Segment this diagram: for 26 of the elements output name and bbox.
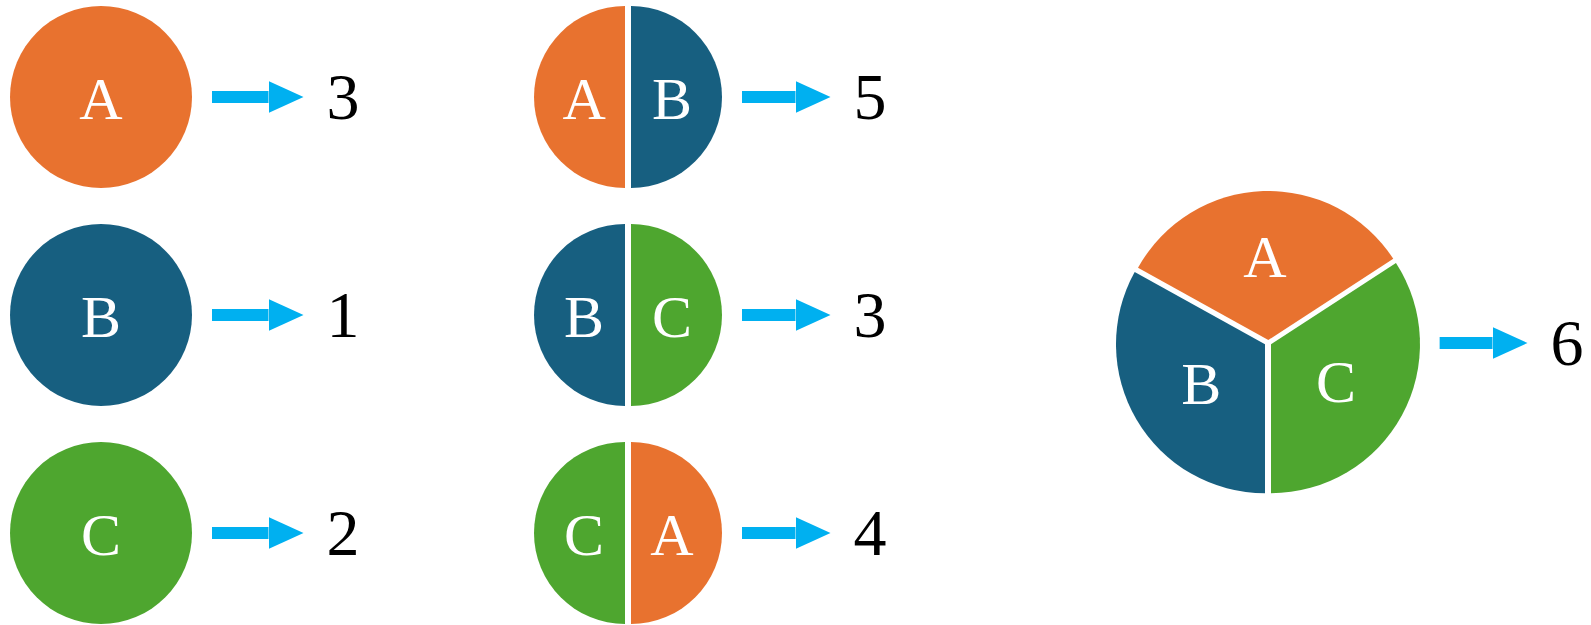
segment-letter: B [1181, 354, 1222, 415]
segment-letter: C [564, 505, 605, 565]
segment-letter: B [564, 287, 605, 347]
count-number: 3 [326, 64, 360, 130]
count-number: 2 [326, 500, 360, 566]
arrow [1439, 327, 1528, 359]
segment-letter: C [651, 287, 692, 347]
count-number: 4 [853, 500, 887, 566]
segment-letter: B [651, 69, 692, 129]
segment-letter: A [79, 69, 123, 129]
arrow [212, 299, 304, 331]
segment-letter: A [562, 69, 606, 129]
segment-letter: A [1243, 227, 1287, 288]
count-number: 1 [326, 282, 360, 348]
arrow [742, 517, 831, 549]
count-number: 6 [1550, 310, 1584, 376]
count-number: 3 [853, 282, 887, 348]
arrow [742, 299, 831, 331]
segment-letter: B [81, 287, 121, 347]
segment-letter: C [81, 505, 121, 565]
segment-letter: C [1316, 351, 1357, 412]
segment-letter: A [650, 505, 694, 565]
arrow [742, 81, 831, 113]
arrow [212, 81, 304, 113]
arrow [212, 517, 304, 549]
count-number: 5 [853, 64, 887, 130]
